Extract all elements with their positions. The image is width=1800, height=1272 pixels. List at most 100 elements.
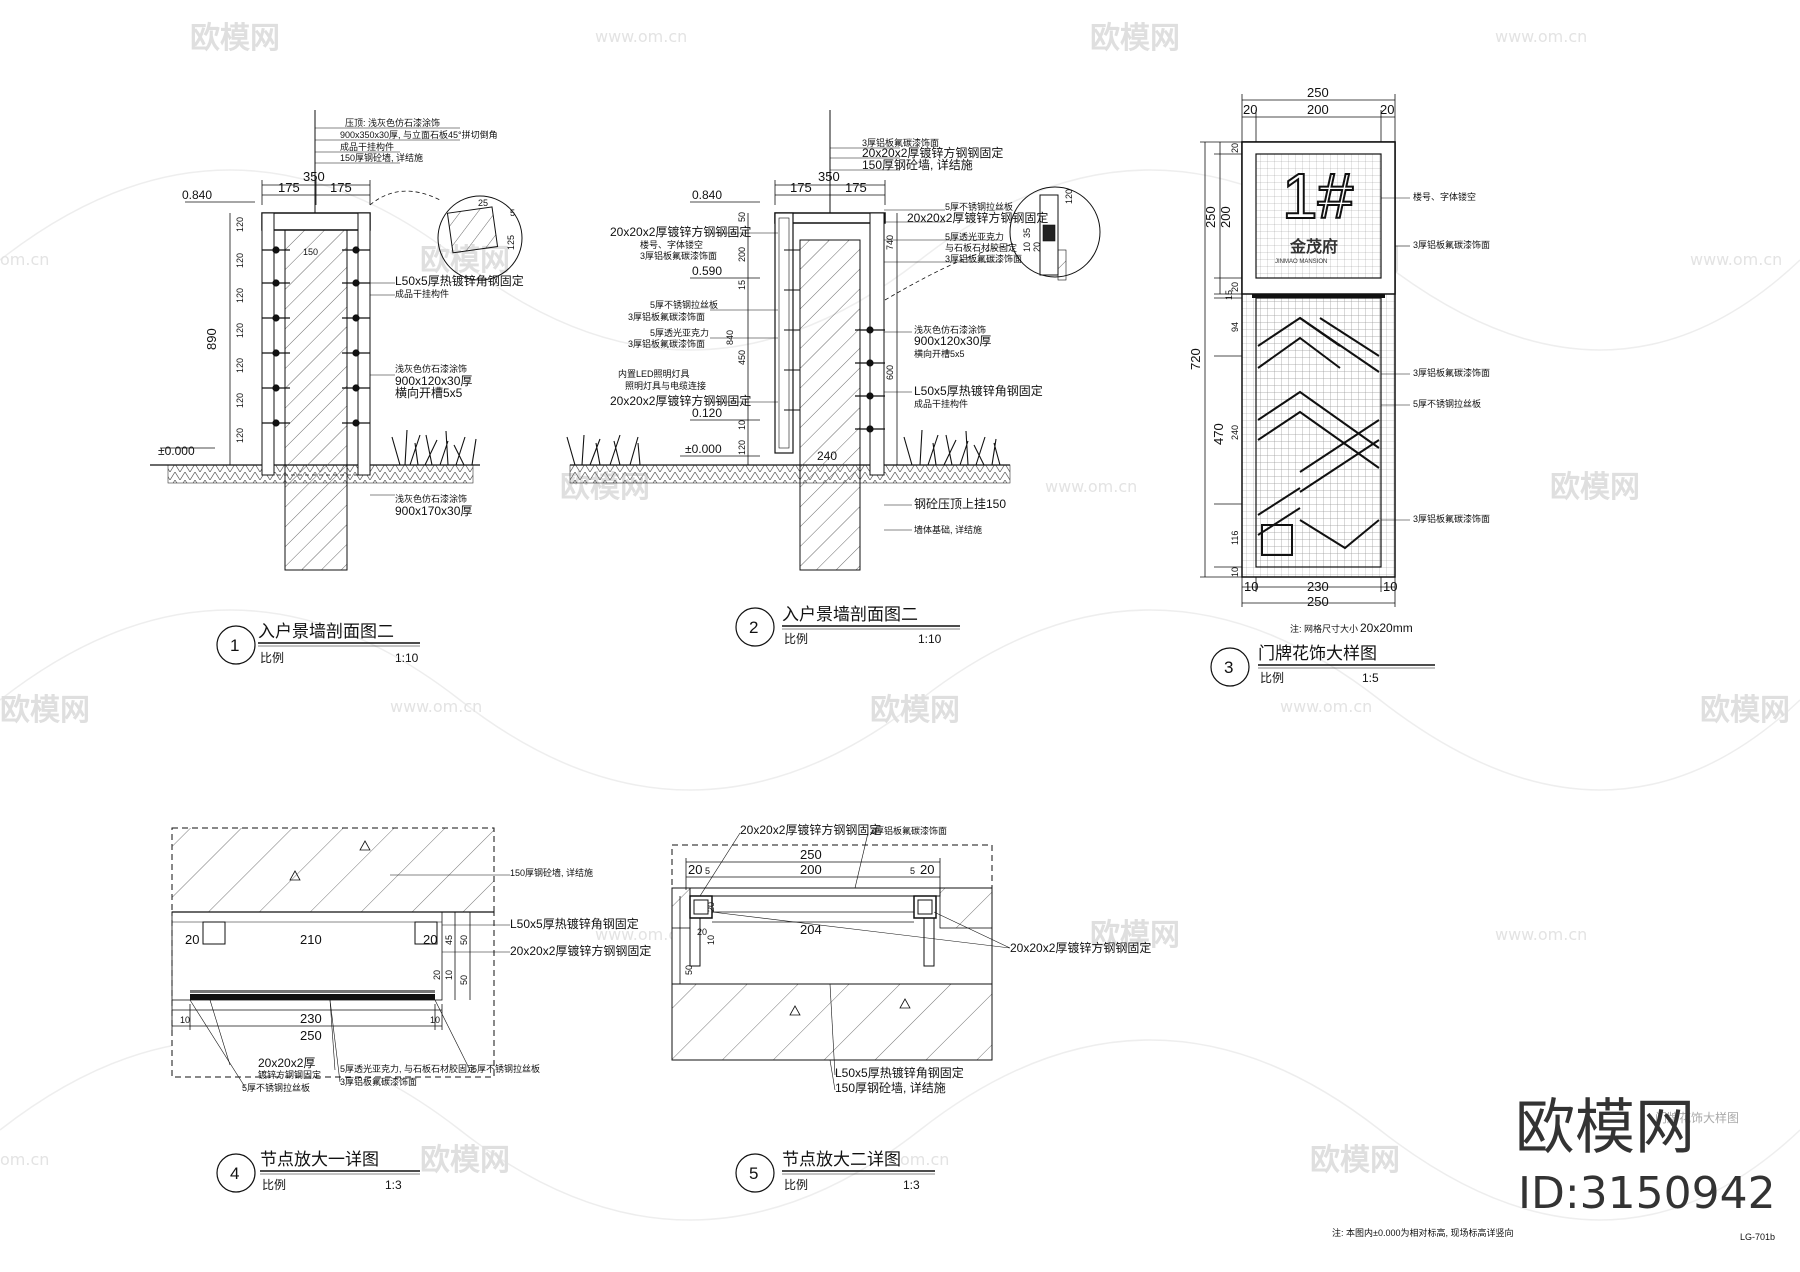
d4-label: 5厚不锈钢拉丝板 [242, 1082, 310, 1093]
d4-dim: 210 [300, 932, 322, 947]
drawing-title: 节点放大二详图 [782, 1150, 901, 1169]
d3-dim-bottom: 10 [1244, 579, 1258, 594]
d2-label: 3厚铝板氟碳漆饰面 [862, 137, 939, 148]
drawing-title: 门牌花饰大样图 [1258, 644, 1377, 663]
d3-dim-top: 20 [1243, 102, 1257, 117]
d3-dim-top: 20 [1380, 102, 1394, 117]
d5-dim: 200 [800, 862, 822, 877]
d4-dim: 10 [430, 1015, 440, 1025]
d4-dim: 10 [444, 970, 454, 980]
scale-label: 比例 [262, 1178, 286, 1192]
detail-dim: 20 [1032, 242, 1042, 252]
d4-label: 5厚透光亚克力, 与石板石材胶固定 [340, 1063, 476, 1074]
d4-label: 3厚铝板氟碳漆饰面 [340, 1076, 417, 1087]
d4-dim: 50 [459, 935, 469, 945]
dim-course: 120 [235, 428, 245, 443]
d1-label: 900x170x30厚 [395, 504, 472, 518]
d2-label: 照明灯具与电缆连接 [625, 380, 706, 391]
dim-width: 350 [303, 169, 325, 184]
scale-label: 比例 [784, 1178, 808, 1192]
d2-label: 3厚铝板氟碳漆饰面 [640, 250, 717, 261]
d5-dim: 50 [684, 965, 694, 975]
scale-value: 1:3 [903, 1178, 920, 1192]
drawing-number: 1 [230, 636, 239, 655]
site-logo-id: ID:3150942 [1518, 1168, 1776, 1219]
d1-label: 900x120x30厚 [395, 374, 472, 388]
elevation-top: 0.840 [182, 188, 212, 202]
d5-label: 150厚钢砼墙, 详结施 [835, 1080, 946, 1095]
d2-label: 20x20x2厚镀锌方钢钢固定 [907, 210, 1048, 225]
d1-label: 横向开槽5x5 [395, 385, 463, 400]
dim-course: 120 [235, 288, 245, 303]
drawing-5-detail: 250 20 5 200 5 20 204 20 20 10 50 20x20x… [671, 822, 1151, 1095]
watermark-url: www.om.cn [595, 925, 687, 944]
title-block-5: 5 节点放大二详图 比例 1:3 [735, 1150, 935, 1193]
d4-dim: 20 [185, 932, 199, 947]
dim-half: 175 [845, 180, 867, 195]
scale-value: 1:5 [1362, 671, 1379, 685]
site-logo-text: 欧模网 [1515, 1093, 1695, 1163]
scale-label: 比例 [784, 632, 808, 646]
drawing-4-detail: 20 210 20 230 250 10 10 45 50 10 20 50 1… [171, 827, 651, 1093]
d4-dim: 20 [432, 970, 442, 980]
elevation-zero: ±0.000 [158, 444, 195, 458]
scale-value: 1:10 [918, 632, 942, 646]
d1-label: 成品干挂构件 [340, 141, 394, 152]
d3-dim-left: 20 [1230, 282, 1240, 292]
dim-width: 350 [818, 169, 840, 184]
dim-left: 15 [737, 280, 747, 290]
dim-left: 50 [737, 212, 747, 222]
d3-note: 注: 网格尺寸大小 [1290, 623, 1358, 634]
title-block-3: 3 门牌花饰大样图 比例 1:5 [1210, 644, 1435, 687]
dim-small: 150 [303, 247, 318, 257]
d5-dim-total: 250 [800, 847, 822, 862]
detail-dim: 25 [478, 198, 488, 208]
watermark-brand: 欧模网 [190, 21, 280, 56]
d2-label: 横向开槽5x5 [914, 348, 965, 359]
d3-dim-top: 200 [1307, 102, 1329, 117]
d4-dim: 230 [300, 1011, 322, 1026]
detail-dim: 10 [1022, 242, 1032, 252]
d3-dim-left: 470 [1211, 423, 1226, 445]
d3-dim-left: 10 [1230, 567, 1240, 577]
watermark-url: om.cn [0, 250, 49, 269]
d5-label: 20x20x2厚镀锌方钢钢固定 [740, 822, 881, 837]
d2-label: 3厚铝板氟碳漆饰面 [628, 338, 705, 349]
d2-label: 楼号、字体镂空 [640, 239, 703, 250]
dim-half: 175 [790, 180, 812, 195]
dim-course: 120 [235, 323, 245, 338]
d2-label: 3厚铝板氟碳漆饰面 [945, 253, 1022, 264]
d3-label: 楼号、字体镂空 [1413, 191, 1476, 202]
dim-right: 740 [885, 235, 895, 250]
building-name-en: JINMAO MANSION [1275, 259, 1327, 265]
drawing-2-section: 350 175 175 0.840 0.590 0.120 ±0.000 50 … [566, 110, 1101, 571]
d2-label: 20x20x2厚镀锌方钢钢固定 [862, 145, 1003, 160]
title-block-4: 4 节点放大一详图 比例 1:3 [216, 1150, 420, 1193]
d3-label: 5厚不锈钢拉丝板 [1413, 398, 1481, 409]
dim-left: 450 [737, 350, 747, 365]
scale-label: 比例 [1260, 671, 1284, 685]
d2-label: 900x120x30厚 [914, 334, 991, 348]
d1-label: 成品干挂构件 [395, 288, 449, 299]
d3-dim-left: 20 [1230, 143, 1240, 153]
watermark-url: om.cn [0, 1150, 49, 1169]
d2-label: 150厚钢砼墙, 详结施 [862, 157, 973, 172]
d2-label: L50x5厚热镀锌角钢固定 [914, 383, 1043, 398]
d4-dim: 10 [180, 1015, 190, 1025]
d1-label: 150厚钢砼墙, 详结施 [340, 152, 423, 163]
detail-dim: 5 [510, 208, 515, 218]
dim-left: 200 [737, 247, 747, 262]
d4-label: 5厚不锈钢拉丝板 [472, 1063, 540, 1074]
drawing-3-elevation: 250 20 200 20 1# 金茂府 JINMAO MANSION [1188, 85, 1490, 635]
dim-height: 890 [204, 328, 219, 350]
d5-dim: 20 [920, 862, 934, 877]
watermark-url: www.om.cn [1690, 250, 1782, 269]
elevation-low: 0.120 [692, 406, 722, 420]
d2-label: 钢砼压顶上挂150 [914, 497, 1006, 511]
dim-course: 120 [235, 253, 245, 268]
d5-label: L50x5厚热镀锌角钢固定 [835, 1065, 964, 1080]
d2-label: 20x20x2厚镀锌方钢钢固定 [610, 224, 751, 239]
sheet-note: 注: 本图内±0.000为相对标高, 现场标高详竖向 [1332, 1227, 1513, 1238]
d4-label: 150厚钢砼墙, 详结施 [510, 867, 593, 878]
d3-dim-bottom-total: 250 [1307, 594, 1329, 609]
